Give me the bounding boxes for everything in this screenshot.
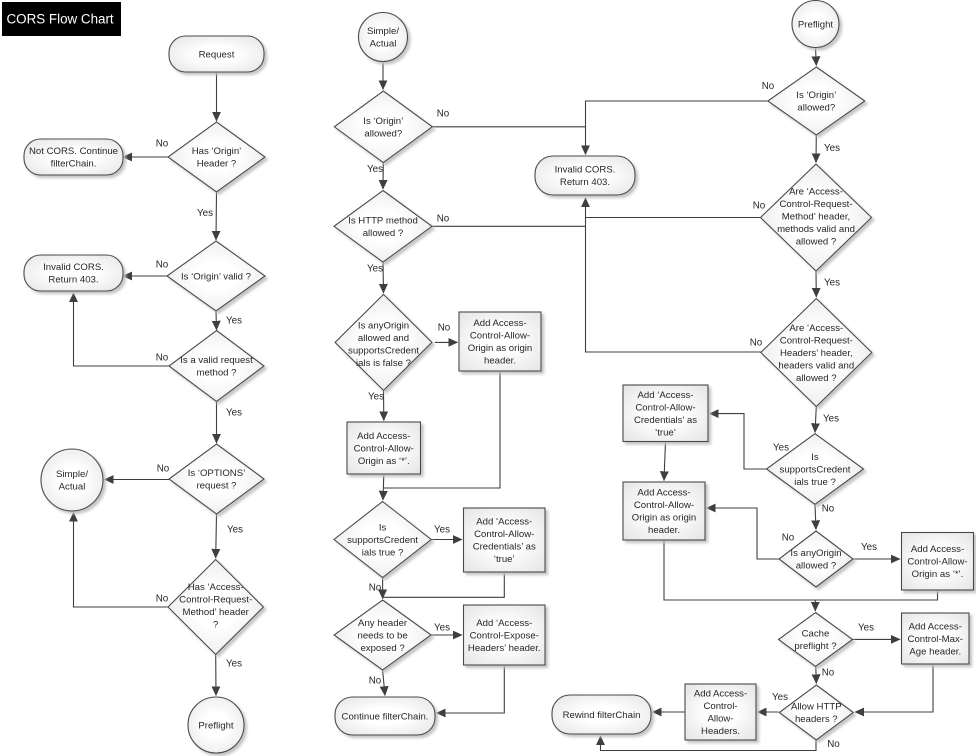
svg-text:Yes: Yes: [367, 164, 383, 175]
svg-text:No: No: [156, 593, 169, 604]
svg-text:No: No: [156, 259, 169, 270]
svg-text:Yes: Yes: [226, 315, 242, 326]
svg-text:Is ‘OPTIONS’request ?: Is ‘OPTIONS’request ?: [188, 468, 246, 492]
svg-text:Is ‘Origin’allowed?: Is ‘Origin’allowed?: [796, 90, 836, 114]
svg-text:Yes: Yes: [773, 442, 789, 453]
svg-text:Add Access-Control-Max-Age hea: Add Access-Control-Max-Age header.: [908, 621, 963, 657]
svg-text:Yes: Yes: [368, 391, 384, 402]
svg-text:Invalid CORS.Return 403.: Invalid CORS.Return 403.: [555, 165, 616, 189]
svg-text:No: No: [437, 213, 450, 224]
svg-text:Request: Request: [199, 49, 235, 60]
svg-text:Yes: Yes: [197, 208, 213, 219]
svg-text:Are ‘Access-Control-Request-Me: Are ‘Access-Control-Request-Method’ head…: [777, 186, 855, 247]
svg-text:Yes: Yes: [227, 524, 243, 535]
svg-text:Continue filterChain.: Continue filterChain.: [342, 711, 429, 722]
svg-text:No: No: [762, 81, 775, 92]
svg-text:No: No: [782, 532, 795, 543]
svg-text:No: No: [156, 352, 169, 363]
svg-text:Rewind filterChain: Rewind filterChain: [563, 710, 641, 721]
svg-text:No: No: [156, 138, 169, 149]
svg-text:Preflight: Preflight: [198, 720, 234, 731]
svg-text:Simple/Actual: Simple/Actual: [367, 26, 399, 50]
svg-text:Yes: Yes: [226, 658, 242, 669]
svg-text:Add Access-Control-Allow-Origi: Add Access-Control-Allow-Origin as ‘*’.: [907, 544, 967, 580]
svg-text:No: No: [827, 739, 840, 750]
svg-text:Yes: Yes: [823, 413, 839, 424]
svg-text:Are ‘Access-Control-Request-He: Are ‘Access-Control-Request-Headers’ hea…: [778, 323, 854, 384]
svg-text:Add ‘Access-Control-Allow-Cred: Add ‘Access-Control-Allow-Credentials’ a…: [634, 390, 697, 439]
svg-text:No: No: [438, 322, 451, 333]
svg-text:No: No: [437, 108, 450, 119]
svg-text:CORS Flow Chart: CORS Flow Chart: [7, 12, 114, 27]
svg-text:Yes: Yes: [367, 263, 383, 274]
svg-text:No: No: [822, 667, 835, 678]
svg-text:No: No: [369, 582, 382, 593]
svg-text:Has ‘Access-Control-Request-Me: Has ‘Access-Control-Request-Method’ head…: [179, 582, 252, 631]
svg-text:Preflight: Preflight: [798, 19, 834, 30]
svg-text:Add ‘Access-Control-Expose-Hea: Add ‘Access-Control-Expose-Headers’ head…: [468, 618, 541, 654]
svg-text:Yes: Yes: [772, 692, 788, 703]
svg-text:Is ‘Origin’ valid ?: Is ‘Origin’ valid ?: [181, 271, 251, 282]
svg-text:Add Access-Control-Allow-Origi: Add Access-Control-Allow-Origin as origi…: [632, 488, 697, 536]
svg-text:Add Access-Control-Allow-Origi: Add Access-Control-Allow-Origin as ‘*’.: [354, 431, 414, 467]
svg-text:Add Access-Control-Allow-Heade: Add Access-Control-Allow-Headers.: [694, 689, 747, 738]
svg-text:Yes: Yes: [824, 277, 840, 288]
svg-text:Simple/Actual: Simple/Actual: [56, 469, 88, 493]
svg-text:Has ‘Origin’Header ?: Has ‘Origin’Header ?: [192, 146, 242, 170]
svg-text:Yes: Yes: [434, 622, 450, 633]
svg-text:No: No: [822, 503, 835, 514]
svg-text:Yes: Yes: [824, 143, 840, 154]
svg-text:Add Access-Control-Allow-Origi: Add Access-Control-Allow-Origin as origi…: [468, 318, 533, 367]
svg-text:Invalid CORS.Return 403.: Invalid CORS.Return 403.: [43, 262, 104, 286]
svg-text:No: No: [750, 337, 763, 348]
svg-text:Yes: Yes: [861, 542, 877, 553]
svg-text:Add ‘Access-Control-Allow-Cred: Add ‘Access-Control-Allow-Credentials’ a…: [473, 517, 536, 566]
svg-text:Yes: Yes: [434, 524, 450, 535]
svg-text:Yes: Yes: [858, 622, 874, 633]
svg-text:Yes: Yes: [226, 407, 242, 418]
svg-text:No: No: [369, 675, 382, 686]
svg-text:No: No: [753, 200, 766, 211]
svg-text:Is ‘Origin’allowed?: Is ‘Origin’allowed?: [363, 116, 403, 139]
svg-text:No: No: [157, 463, 170, 474]
